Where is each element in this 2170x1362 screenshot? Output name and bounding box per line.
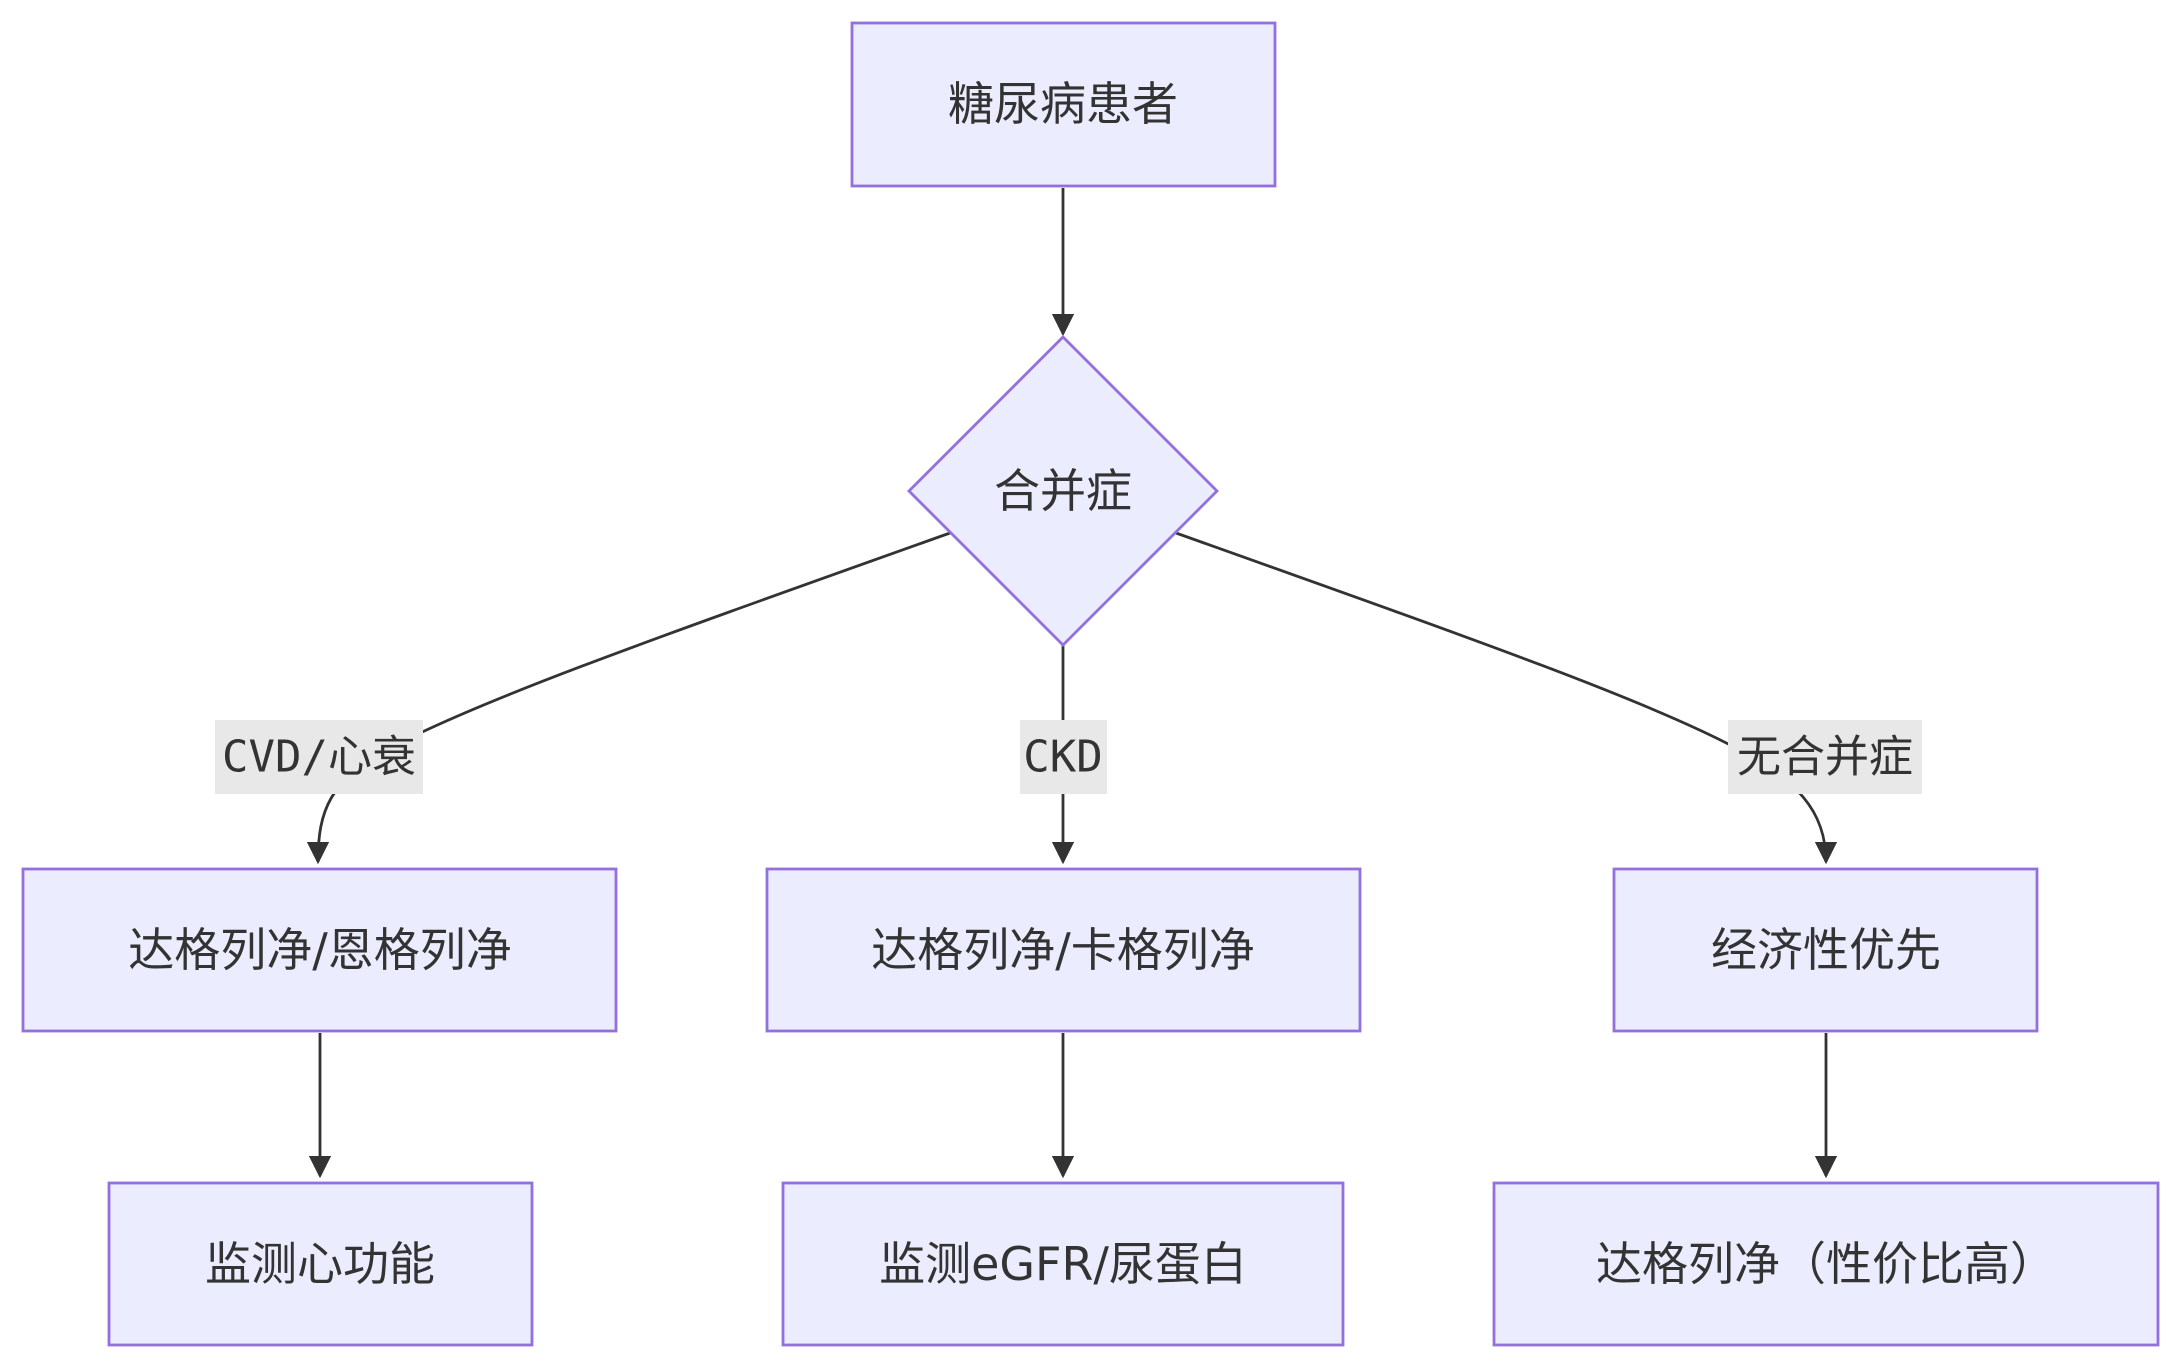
edges — [306, 188, 1838, 1179]
node-ckd-drug-label: 达格列净/卡格列净 — [871, 923, 1255, 977]
node-cvd-monitor-label: 监测心功能 — [205, 1237, 435, 1291]
edge-comorbidity-to-none — [1175, 531, 1838, 865]
edge-label-none-text: 无合并症 — [1737, 732, 1913, 783]
node-cvd-monitor: 监测心功能 — [107, 1181, 534, 1347]
node-patient-label: 糖尿病患者 — [948, 77, 1178, 131]
node-patient: 糖尿病患者 — [850, 21, 1277, 188]
node-none-result-label: 达格列净（性价比高） — [1596, 1237, 2056, 1291]
node-comorbidity-label: 合并症 — [994, 464, 1132, 518]
node-ckd-drug: 达格列净/卡格列净 — [765, 867, 1362, 1033]
node-comorbidity-decision: 合并症 — [907, 335, 1219, 647]
edge-comorbidity-to-cvd — [306, 531, 951, 865]
node-cvd-drug: 达格列净/恩格列净 — [21, 867, 618, 1033]
edge-label-ckd: CKD — [1020, 720, 1107, 794]
node-cvd-drug-label: 达格列净/恩格列净 — [128, 923, 512, 977]
node-economic-label: 经济性优先 — [1711, 923, 1941, 977]
edge-label-none: 无合并症 — [1728, 720, 1922, 794]
node-ckd-monitor: 监测eGFR/尿蛋白 — [781, 1181, 1345, 1347]
edge-label-cvd-text: CVD/心衰 — [222, 732, 416, 783]
node-ckd-monitor-label: 监测eGFR/尿蛋白 — [879, 1237, 1247, 1291]
node-none-result: 达格列净（性价比高） — [1492, 1181, 2160, 1347]
node-economic: 经济性优先 — [1612, 867, 2039, 1033]
edge-label-cvd: CVD/心衰 — [215, 720, 423, 794]
edge-label-ckd-text: CKD — [1023, 732, 1102, 783]
